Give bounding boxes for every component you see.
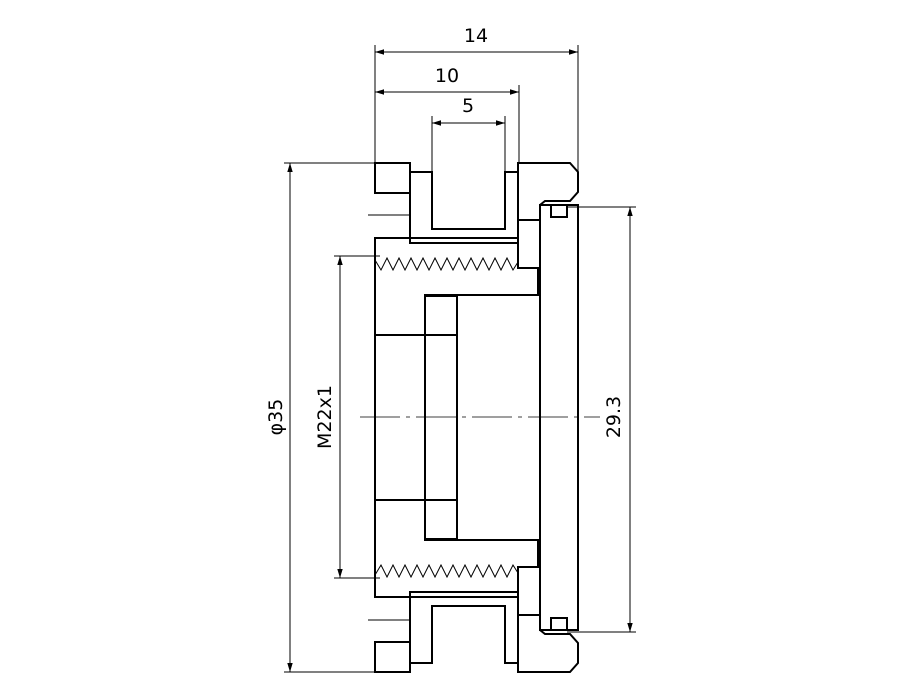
dim-label-d35: φ35	[265, 399, 287, 436]
dim-label-5: 5	[462, 95, 474, 117]
dim-label-10: 10	[435, 65, 459, 87]
lens-retainer	[424, 295, 458, 336]
left-flange	[374, 162, 411, 194]
window-plate	[539, 204, 579, 631]
dim-label-29-3: 29.3	[603, 396, 625, 438]
section-top-half	[368, 162, 579, 418]
o-ring	[550, 204, 568, 218]
seal-ring	[409, 171, 519, 244]
retaining-nut	[517, 162, 579, 221]
dim-label-thread: M22x1	[314, 385, 336, 449]
dim-label-14: 14	[464, 25, 488, 47]
